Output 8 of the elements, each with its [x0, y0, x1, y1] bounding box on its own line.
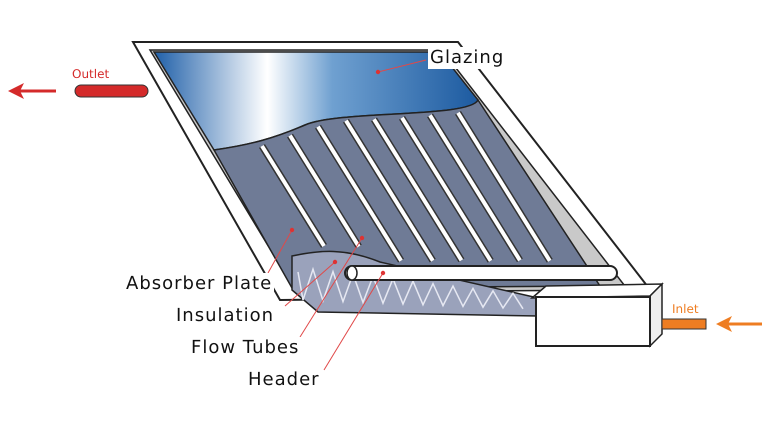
- header-pipe: [344, 265, 618, 281]
- leader-line: [324, 270, 386, 370]
- flow-tubes: [259, 110, 553, 263]
- pipe-label: Inlet: [672, 302, 699, 316]
- leader-line: [376, 60, 426, 74]
- leader-line: [300, 236, 364, 338]
- leader-line: [268, 228, 294, 274]
- pipe-label: Outlet: [72, 67, 110, 81]
